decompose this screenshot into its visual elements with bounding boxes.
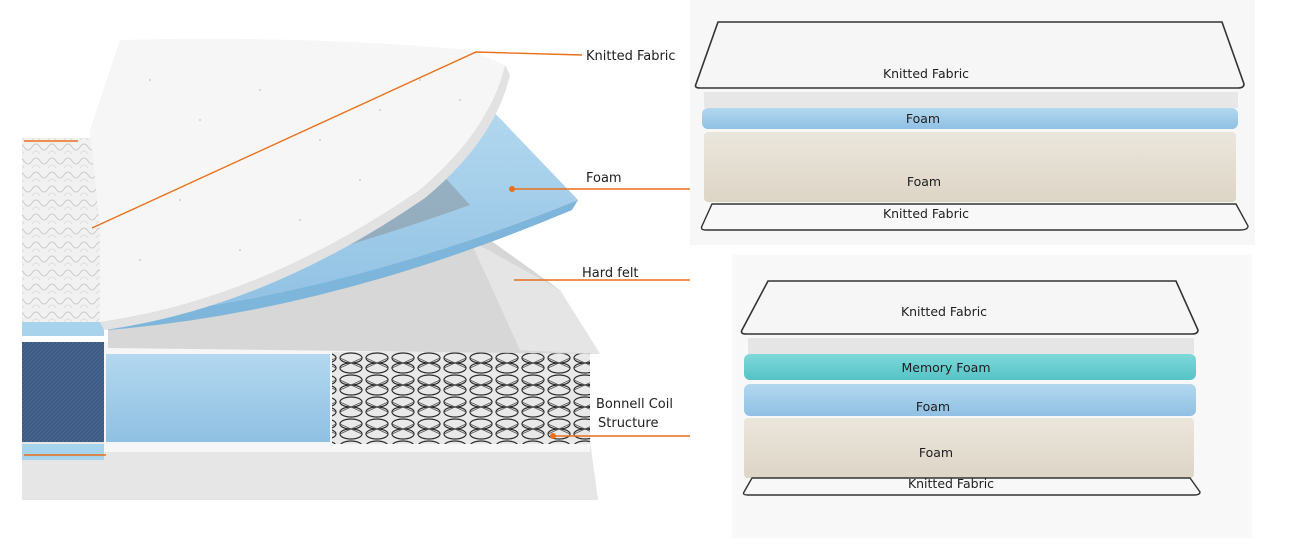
layer-stack-bottom: Knitted Fabric Memory Foam Foam Foam Kni… — [732, 255, 1252, 538]
bottom-blue-foam — [744, 384, 1196, 416]
bottom-fabric-sheet — [740, 280, 1199, 335]
side-foam-strip — [22, 322, 104, 336]
mattress-base-shadow — [22, 440, 598, 500]
top-layer-2: Foam — [906, 111, 940, 126]
label-structure: Structure — [598, 416, 658, 431]
bottom-layer-4: Foam — [919, 445, 953, 460]
bottom-layer-5: Knitted Fabric — [908, 476, 994, 491]
memory-foam-layer — [744, 354, 1196, 380]
top-grey-layer — [704, 92, 1238, 108]
label-bonnell-coil: Bonnell Coil — [596, 397, 673, 412]
bottom-layer-3: Foam — [916, 399, 950, 414]
cut-foam-block — [106, 354, 330, 442]
top-fabric-sheet — [694, 21, 1245, 89]
top-layer-4: Knitted Fabric — [883, 206, 969, 221]
top-blue-foam — [702, 108, 1238, 129]
coil-window — [332, 352, 590, 444]
bottom-layer-1: Knitted Fabric — [901, 304, 987, 319]
leader-knitted-fabric — [91, 51, 583, 229]
peeled-fabric-layer — [90, 38, 505, 322]
layer-stack-top: Knitted Fabric Foam Foam Knitted Fabric — [690, 0, 1255, 245]
bonnell-marker-dot — [550, 433, 556, 439]
bottom-foam-strip — [22, 444, 104, 460]
bottom-grey-layer — [748, 338, 1194, 354]
top-bottom-fabric — [700, 203, 1249, 231]
hard-felt-slab — [108, 240, 600, 354]
cutaway-mattress: Knitted Fabric Foam Hard felt Bonnell Co… — [22, 38, 690, 500]
leader-lines — [24, 51, 690, 456]
denim-border — [22, 342, 106, 442]
label-knitted-fabric: Knitted Fabric — [586, 49, 676, 64]
label-hard-felt: Hard felt — [582, 266, 639, 281]
bottom-layer-2: Memory Foam — [901, 360, 990, 375]
bottom-bottom-fabric — [742, 477, 1201, 496]
label-foam: Foam — [586, 171, 622, 186]
bottom-beige-foam — [744, 418, 1194, 478]
top-layer-3: Foam — [907, 174, 941, 189]
quilted-side-panel — [22, 138, 104, 328]
top-beige-foam — [704, 132, 1236, 202]
foam-marker-dot — [509, 186, 515, 192]
top-layer-1: Knitted Fabric — [883, 66, 969, 81]
